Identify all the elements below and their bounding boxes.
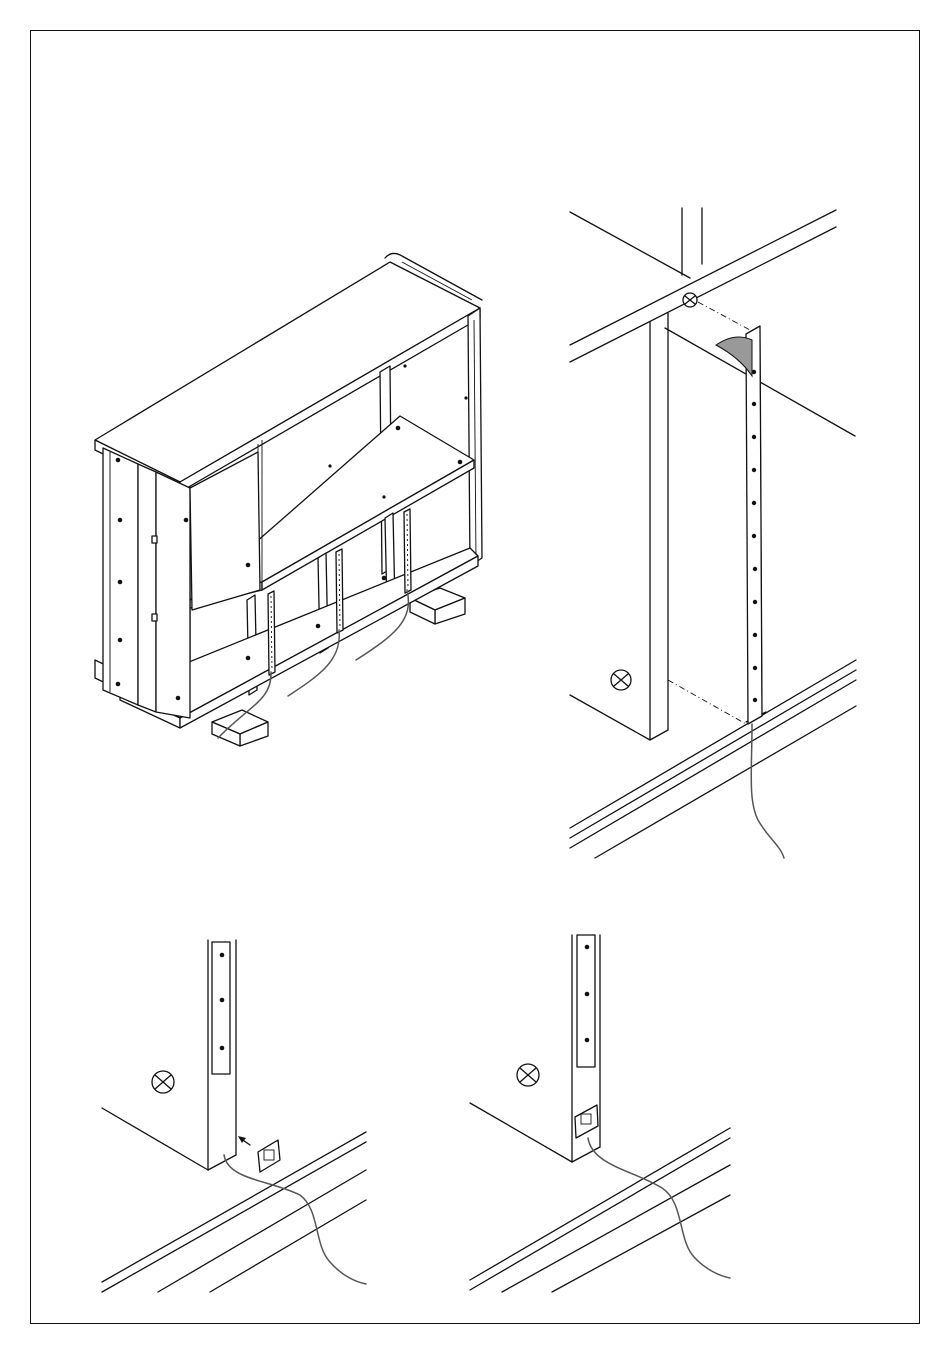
cabinet-overview [95, 253, 482, 746]
cable-strip-short [577, 935, 595, 1067]
cam-fitting-icon [683, 293, 697, 307]
cam-fitting-icon [152, 1071, 174, 1093]
wall-socket-icon [575, 1105, 598, 1138]
cam-fitting-icon [517, 1064, 539, 1086]
cable-socket-before [224, 1155, 366, 1284]
cable-strip-1 [268, 591, 275, 675]
socket-before [102, 940, 366, 1292]
cable-strip-3 [404, 509, 411, 593]
cabinet-left-side [103, 448, 190, 718]
cam-fitting-icon [611, 670, 631, 690]
cabinet-right-side [468, 308, 482, 566]
cable-strip-vertical [746, 326, 762, 724]
strip-attach-detail [570, 208, 856, 858]
cable-strip-short [212, 942, 230, 1074]
cable-strip-2 [336, 549, 343, 633]
foam-block-left [212, 710, 268, 746]
socket-after [470, 935, 730, 1292]
wall-socket-icon [238, 1136, 280, 1172]
cable-vertical [751, 724, 784, 858]
